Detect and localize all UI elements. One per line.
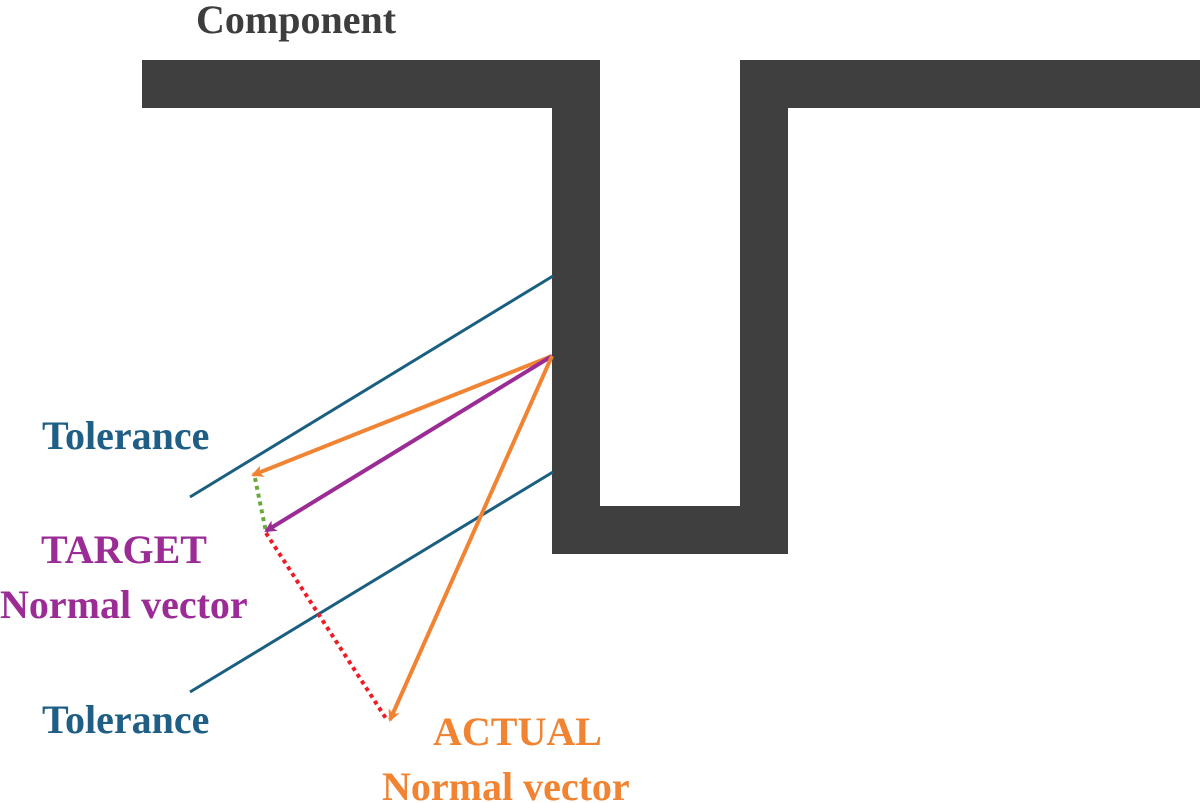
actual-label-line1: ACTUAL bbox=[433, 709, 602, 754]
actual-label-line2: Normal vector bbox=[382, 764, 630, 803]
deviation-dotted-red bbox=[264, 531, 389, 722]
target-normal-vector-arrow bbox=[264, 354, 554, 533]
component-profile bbox=[142, 60, 1200, 554]
actual-vector-upper-arrow bbox=[251, 354, 553, 477]
target-label-line1: TARGET bbox=[41, 527, 207, 572]
target-label-line2: Normal vector bbox=[0, 582, 248, 627]
tolerance-line-lower bbox=[189, 470, 554, 694]
tolerance-label-upper: Tolerance bbox=[42, 413, 209, 458]
component-label: Component bbox=[196, 0, 397, 42]
tolerance-label-lower: Tolerance bbox=[42, 697, 209, 742]
tolerance-line-upper bbox=[189, 274, 554, 499]
actual-normal-vector-arrow bbox=[388, 355, 554, 722]
deviation-dotted-green bbox=[253, 477, 268, 533]
